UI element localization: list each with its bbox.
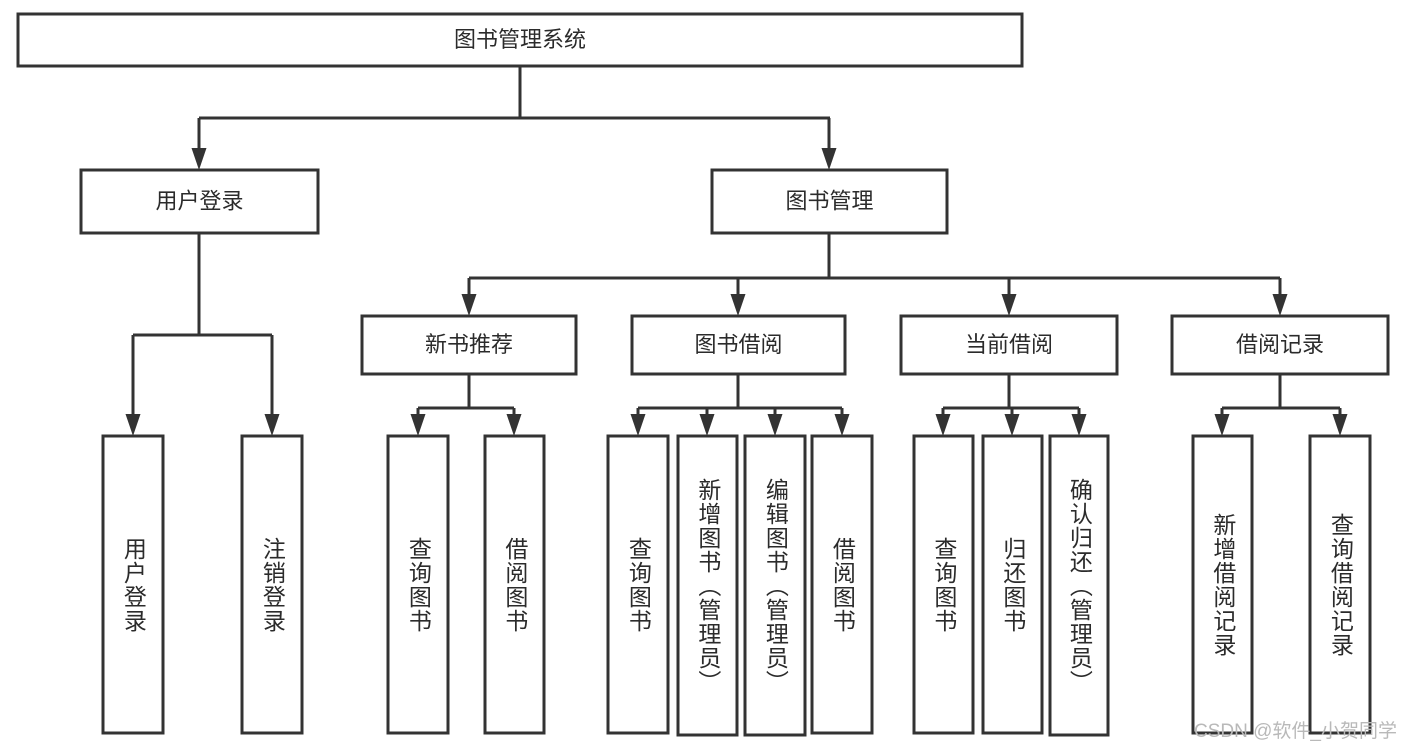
- leaf-node-box[interactable]: [743, 434, 807, 737]
- leaf-node-box[interactable]: [1048, 434, 1110, 737]
- arrow-head-icon: [935, 414, 951, 436]
- leaf-node-box[interactable]: [1308, 434, 1372, 735]
- connector-arrow-arrow-current-borrow: [1001, 278, 1017, 316]
- tier2-node-new-book-recommend[interactable]: 新书推荐: [360, 314, 578, 376]
- leaf-node-leaf-add-borrow-record[interactable]: [1191, 434, 1254, 735]
- connector-arrow-arrow-leaf-query-borrow-record: [1332, 408, 1348, 436]
- leaf-node-leaf-user-login[interactable]: [101, 434, 165, 735]
- leaf-node-box[interactable]: [240, 434, 304, 735]
- connector-arrow-arrow-leaf-borrow-book-1: [506, 408, 522, 436]
- arrow-head-icon: [767, 414, 783, 436]
- leaf-node-leaf-logout[interactable]: [240, 434, 304, 735]
- connector-arrow-arrow-leaf-add-borrow-record: [1214, 408, 1230, 436]
- arrow-head-icon: [1332, 414, 1348, 436]
- leaf-node-leaf-confirm-return-admin[interactable]: [1048, 434, 1110, 737]
- arrow-head-icon: [410, 414, 426, 436]
- connector-arrow-arrow-user-login: [191, 118, 207, 170]
- leaf-node-leaf-query-book-3[interactable]: [912, 434, 975, 735]
- connector-arrow-arrow-book-borrow: [730, 278, 746, 316]
- leaf-node-box[interactable]: [912, 434, 975, 735]
- connector-arrow-arrow-leaf-logout: [264, 335, 280, 436]
- connector-arrow-arrow-leaf-borrow-book-2: [834, 408, 850, 436]
- tier2-node-current-borrow[interactable]: 当前借阅: [899, 314, 1119, 376]
- arrow-head-icon: [125, 414, 141, 436]
- connector-arrow-arrow-leaf-query-book-2: [630, 408, 646, 436]
- root-node-box[interactable]: [16, 12, 1024, 68]
- leaf-node-box[interactable]: [483, 434, 546, 735]
- tier2-node-borrow-record[interactable]: 借阅记录: [1170, 314, 1390, 376]
- leaf-node-box[interactable]: [606, 434, 670, 735]
- connector-group-bus-book-borrow: [638, 374, 842, 410]
- connector-arrow-arrow-leaf-add-book-admin: [699, 408, 715, 436]
- tier1-node-label: 用户登录: [155, 188, 243, 213]
- tier2-node-box[interactable]: [899, 314, 1119, 376]
- connector-arrow-arrow-leaf-return-book: [1004, 408, 1020, 436]
- tier2-node-box[interactable]: [1170, 314, 1390, 376]
- tier2-node-label: 借阅记录: [1236, 332, 1324, 357]
- leaf-node-leaf-borrow-book-1[interactable]: [483, 434, 546, 735]
- leaf-node-box[interactable]: [101, 434, 165, 735]
- connector-group-bus-user-login: [133, 233, 272, 337]
- leaf-node-box[interactable]: [386, 434, 450, 735]
- arrow-head-icon: [264, 414, 280, 436]
- arrow-head-icon: [834, 414, 850, 436]
- arrow-head-icon: [461, 294, 477, 316]
- connector-arrow-arrow-borrow-record: [1272, 278, 1288, 316]
- arrow-head-icon: [506, 414, 522, 436]
- arrow-head-icon: [821, 148, 837, 170]
- arrow-head-icon: [1004, 414, 1020, 436]
- connector-arrow-arrow-leaf-edit-book-admin: [767, 408, 783, 436]
- root-node-root[interactable]: 图书管理系统: [16, 12, 1024, 68]
- arrow-head-icon: [1001, 294, 1017, 316]
- arrow-head-icon: [1214, 414, 1230, 436]
- tier2-node-book-borrow[interactable]: 图书借阅: [630, 314, 847, 376]
- connector-group-bus-borrow-record: [1222, 374, 1340, 410]
- tier1-node-box[interactable]: [710, 168, 949, 235]
- tier1-node-book-management[interactable]: 图书管理: [710, 168, 949, 235]
- leaf-node-leaf-edit-book-admin[interactable]: [743, 434, 807, 737]
- tier2-node-label: 新书推荐: [425, 332, 513, 357]
- leaf-node-box[interactable]: [810, 434, 874, 735]
- leaf-node-leaf-add-book-admin[interactable]: [676, 434, 739, 737]
- leaf-node-box[interactable]: [981, 434, 1044, 735]
- connector-group-bus-new-book-recommend: [418, 374, 514, 410]
- leaf-node-leaf-borrow-book-2[interactable]: [810, 434, 874, 735]
- tier2-node-box[interactable]: [360, 314, 578, 376]
- connector-group-bus-current-borrow: [943, 374, 1079, 410]
- tier1-node-box[interactable]: [79, 168, 320, 235]
- connector-arrow-arrow-leaf-query-book-3: [935, 408, 951, 436]
- leaf-node-leaf-query-book-2[interactable]: [606, 434, 670, 735]
- connector-group-bus-book-management: [469, 233, 1280, 280]
- arrow-head-icon: [1071, 414, 1087, 436]
- arrow-head-icon: [699, 414, 715, 436]
- arrow-head-icon: [630, 414, 646, 436]
- connector-arrow-arrow-leaf-query-book-1: [410, 408, 426, 436]
- arrow-head-icon: [730, 294, 746, 316]
- arrow-head-icon: [191, 148, 207, 170]
- connector-arrow-arrow-new-book-recommend: [461, 278, 477, 316]
- tier1-node-label: 图书管理: [785, 188, 873, 213]
- tier2-node-label: 图书借阅: [694, 332, 782, 357]
- tier1-node-user-login[interactable]: 用户登录: [79, 168, 320, 235]
- leaf-node-box[interactable]: [1191, 434, 1254, 735]
- root-node-label: 图书管理系统: [454, 27, 586, 52]
- connector-layer: [125, 66, 1348, 436]
- arrow-head-icon: [1272, 294, 1288, 316]
- tier2-node-box[interactable]: [630, 314, 847, 376]
- connector-group-bus-root: [199, 66, 830, 120]
- connector-arrow-arrow-leaf-confirm-return-admin: [1071, 408, 1087, 436]
- tier2-node-label: 当前借阅: [965, 332, 1053, 357]
- watermark-text: CSDN @软件_小贺同学: [1194, 721, 1397, 742]
- leaf-node-leaf-return-book[interactable]: [981, 434, 1044, 735]
- connector-arrow-arrow-leaf-user-login: [125, 335, 141, 436]
- leaf-node-leaf-query-book-1[interactable]: [386, 434, 450, 735]
- leaf-node-box[interactable]: [676, 434, 739, 737]
- connector-arrow-arrow-book-management: [821, 118, 837, 170]
- leaf-node-leaf-query-borrow-record[interactable]: [1308, 434, 1372, 735]
